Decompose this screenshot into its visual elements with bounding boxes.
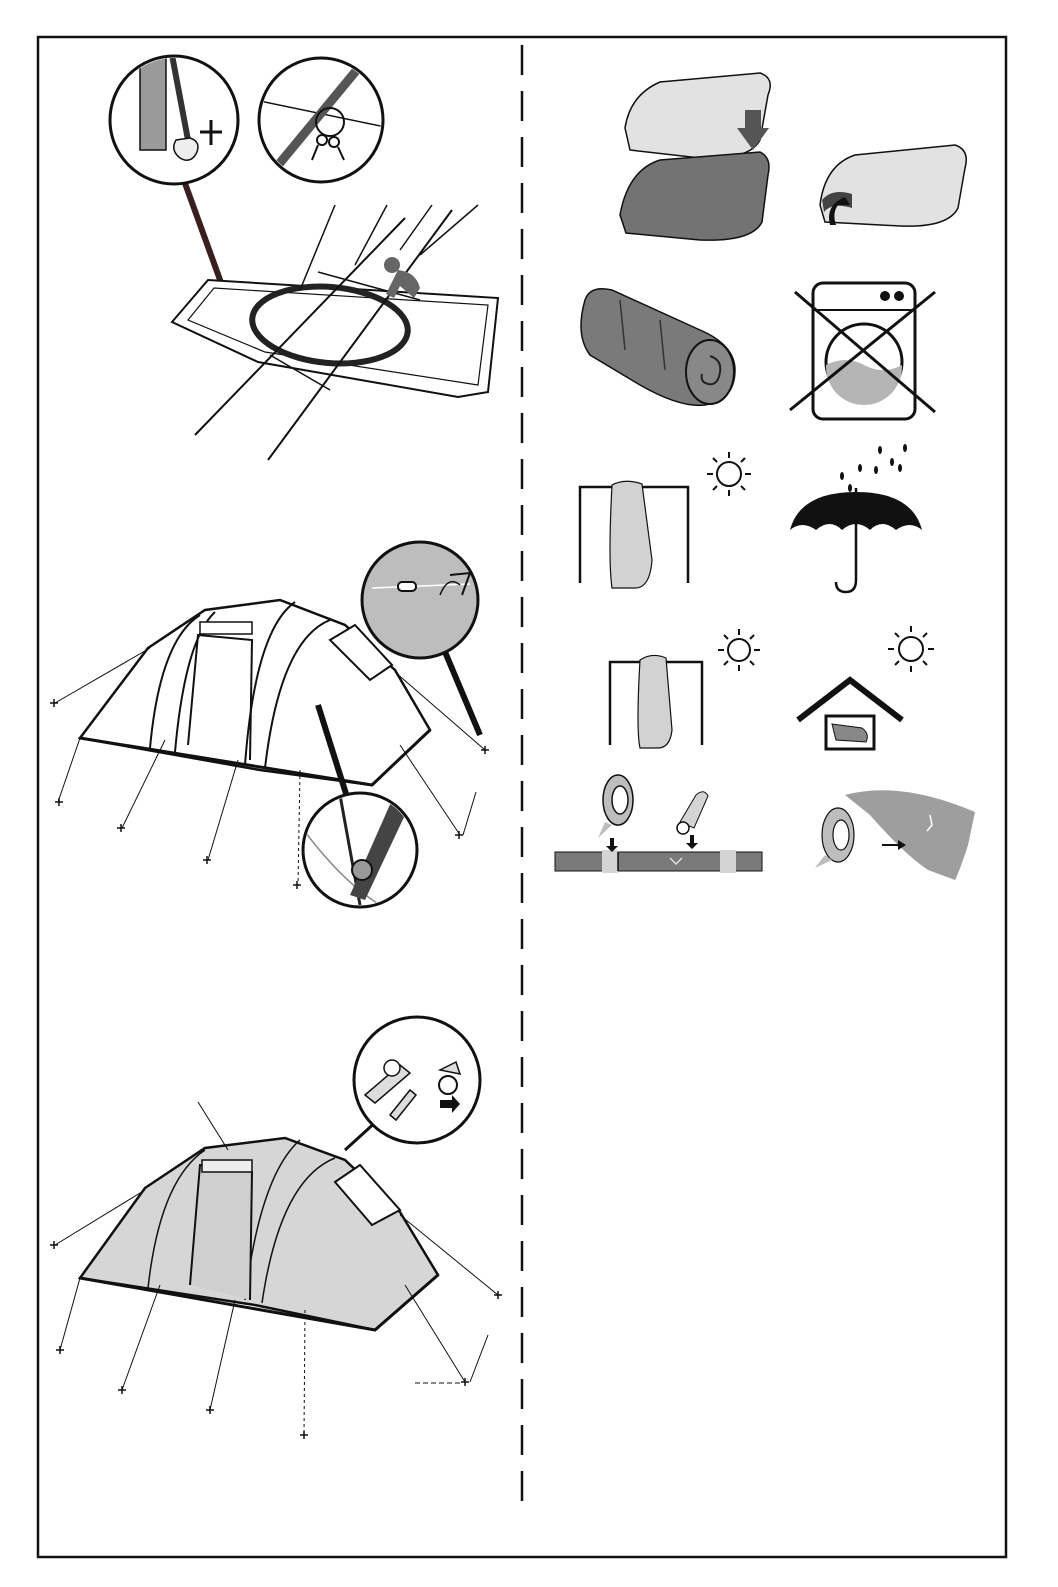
dry-on-line-in-sun-icon bbox=[610, 629, 760, 748]
rain-umbrella-icon bbox=[790, 444, 922, 592]
roll-from-edge-icon bbox=[820, 145, 966, 226]
do-not-machine-wash-icon bbox=[790, 283, 935, 419]
assembly-step-3 bbox=[50, 1017, 502, 1439]
fold-mat-onto-sleeping-bag-icon bbox=[620, 73, 770, 240]
assembly-step-1 bbox=[110, 55, 498, 460]
repair-pole-with-tape-and-sleeve-icon bbox=[555, 775, 762, 873]
air-dry-on-line-in-sun-icon bbox=[580, 452, 751, 588]
toggle-fastener-detail bbox=[345, 1017, 480, 1150]
rolled-mat-icon bbox=[581, 289, 735, 406]
store-under-roof-icon bbox=[798, 626, 934, 749]
clip-on-pole-detail bbox=[255, 58, 390, 182]
assembly-step-2 bbox=[50, 542, 489, 907]
repair-fabric-tear-with-tape-icon bbox=[815, 790, 975, 880]
